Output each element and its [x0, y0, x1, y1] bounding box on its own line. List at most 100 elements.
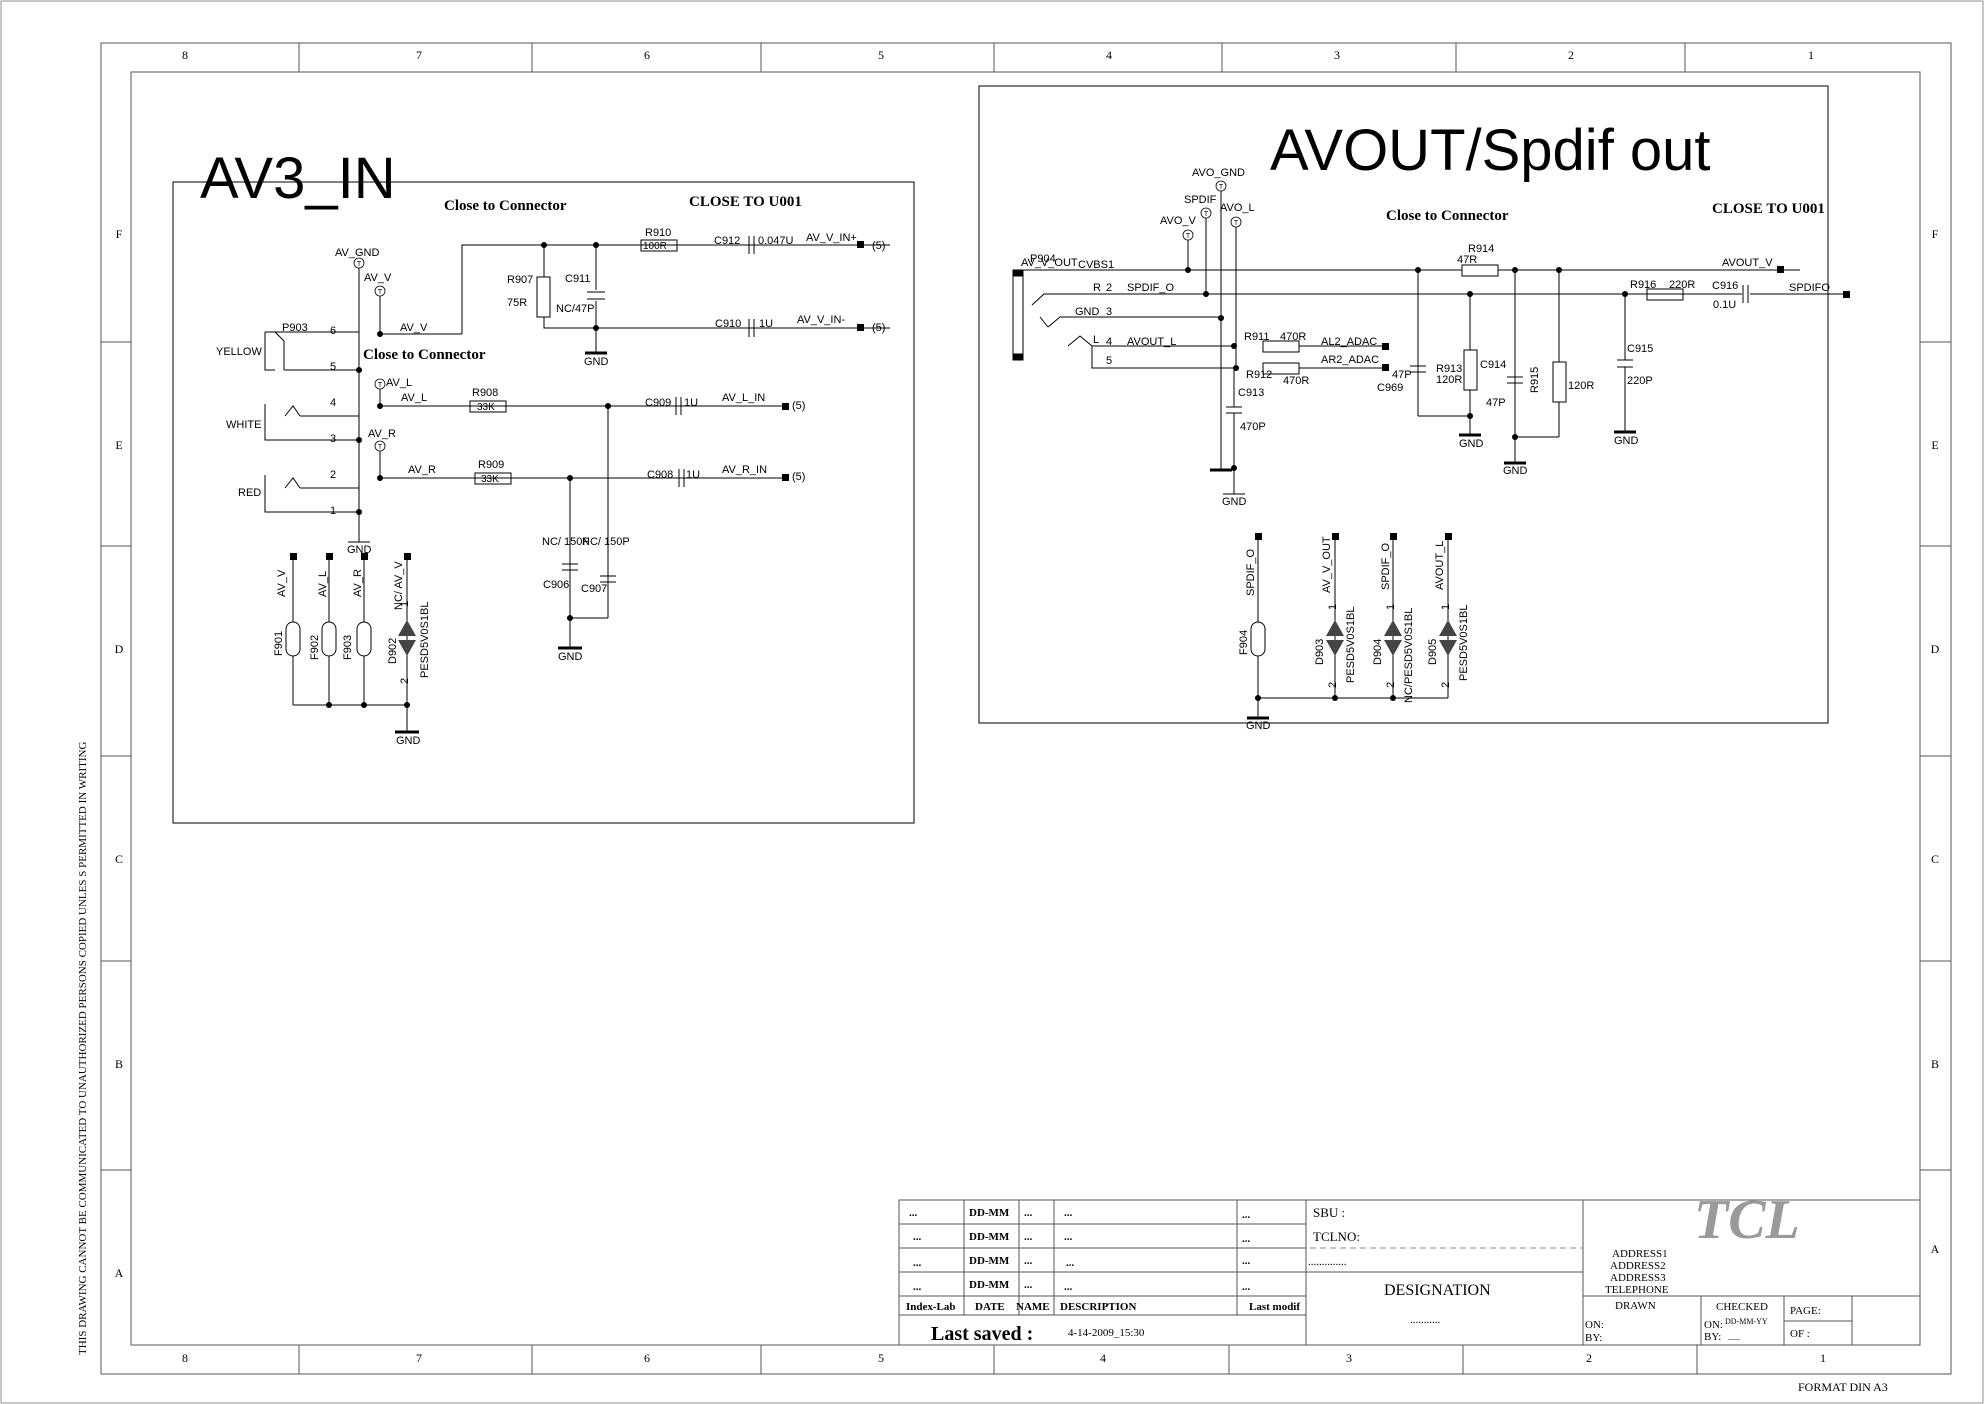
gnd-label-r915: GND [1503, 465, 1528, 477]
p903-pin-3: 3 [330, 433, 336, 445]
tb-hdr-index: Index-Lab [906, 1301, 956, 1313]
gnd-label-r913: GND [1459, 438, 1484, 450]
p904-label: P904 [1030, 253, 1056, 265]
p903-pin-6: 6 [330, 325, 336, 337]
p904-pin-4: 4 [1106, 336, 1112, 348]
net-gnd-conn: GND [1075, 306, 1100, 318]
tp-avo-v-label: AVO_V [1160, 215, 1197, 227]
col-label-1: 1 [1808, 48, 1814, 62]
av3-note-connector: Close to Connector [444, 198, 567, 214]
avout-block: AVOUT/Spdif out Close to Connector CLOSE… [978, 85, 1850, 732]
r915-value: 120R [1568, 380, 1594, 392]
tclno-label: TCLNO: [1313, 1229, 1360, 1244]
col-label-5: 5 [878, 48, 884, 62]
c916-value: 0.1U [1713, 299, 1736, 311]
c911-ref: C911 [565, 273, 590, 285]
c911-value: NC/47P [556, 303, 595, 315]
c912-ref: C912 [714, 235, 740, 247]
tp-spdif [1200, 207, 1212, 219]
r911-ref: R911 [1244, 331, 1269, 343]
row-label-f: F [116, 227, 123, 241]
d904-pin-2: 2 [1385, 682, 1397, 688]
c915-ref: C915 [1627, 343, 1653, 355]
col-label-5-bottom: 5 [878, 1351, 884, 1365]
av3-note-u001: CLOSE TO U001 [689, 194, 802, 210]
tb-last-r1: ... [1242, 1209, 1251, 1221]
p903-pin-4: 4 [330, 397, 336, 409]
d902-part: PESD5V0S1BL [419, 602, 431, 678]
tb-hdr-last: Last modif [1249, 1301, 1300, 1313]
p903-pin-1: 1 [330, 505, 336, 517]
tp-avo-v [1182, 229, 1194, 241]
d905-pin-1: 1 [1440, 604, 1452, 610]
row-label-d: D [115, 642, 124, 656]
esd-net-av-l: AV_L [317, 571, 329, 597]
p903-pin-5: 5 [330, 361, 336, 373]
row-r-label: R [1093, 282, 1101, 294]
confidentiality-note: THIS DRAWING CANNOT BE COMMUNICATED TO U… [77, 742, 89, 1355]
net-avout-l: AVOUT_L [1127, 336, 1176, 348]
checked-by-value: ___ [1727, 1332, 1741, 1341]
drawn-by: BY: [1585, 1332, 1602, 1344]
net-av-l: AV_L [401, 392, 427, 404]
net-av-r: AV_R [408, 464, 436, 476]
col-label-7: 7 [416, 48, 422, 62]
row-label-d-right: D [1931, 642, 1940, 656]
tclno-value: .............. [1308, 1256, 1347, 1268]
col-label-6-bottom: 6 [644, 1351, 650, 1365]
col-label-7-bottom: 7 [416, 1351, 422, 1365]
p903-label: P903 [282, 322, 308, 334]
row-label-f-right: F [1932, 227, 1939, 241]
r911-value: 470R [1280, 331, 1306, 343]
tp-av-v [374, 285, 386, 297]
d904-ref: D904 [1372, 639, 1384, 665]
d902-ref: D902 [387, 638, 399, 664]
esd-net-av-v: AV_V [276, 569, 288, 597]
avout-note-u001: CLOSE TO U001 [1712, 201, 1825, 217]
out-avout-v: AVOUT_V [1722, 257, 1773, 269]
c910-ref: C910 [715, 318, 741, 330]
yellow-label: YELLOW [216, 346, 262, 358]
gnd-label-c913: GND [1222, 496, 1247, 508]
f902-ref: F902 [309, 635, 321, 660]
tp-spdif-label: SPDIF [1184, 194, 1217, 206]
d905-part: PESD5V0S1BL [1458, 605, 1470, 681]
avout-note-connector: Close to Connector [1386, 208, 1509, 224]
red-label: RED [238, 487, 261, 499]
p904-pin-2: 2 [1106, 282, 1112, 294]
r907-ref: R907 [507, 274, 533, 286]
tp-av-r-label: AV_R [368, 428, 396, 440]
out-ar2-adac: AR2_ADAC [1321, 354, 1379, 366]
tb-name-r1: ... [1024, 1207, 1033, 1219]
checked-label: CHECKED [1716, 1301, 1768, 1313]
r915-ref: R915 [1529, 367, 1541, 393]
tb-name-r3: ... [1024, 1255, 1033, 1267]
r910-ref: R910 [645, 227, 671, 239]
conn-av-v-out: AV_V_OUT [1021, 257, 1078, 269]
white-label: WHITE [226, 419, 261, 431]
p904-pin-5: 5 [1106, 355, 1112, 367]
av3-in-block: AV3_IN Close to Connector CLOSE TO U001 … [172, 146, 915, 824]
tp-av-v-label: AV_V [364, 272, 392, 284]
c916-ref: C916 [1712, 280, 1738, 292]
tp-av-l [374, 378, 386, 390]
row-label-e: E [115, 438, 122, 452]
net-spdif-o: SPDIF_O [1127, 282, 1175, 294]
row-label-e-right: E [1931, 438, 1938, 452]
page-label: PAGE: [1790, 1305, 1821, 1317]
r909-ref: R909 [478, 459, 504, 471]
c914-value: 47P [1486, 397, 1506, 409]
gnd-label-c911: GND [584, 356, 609, 368]
net-cvbs1: CVBS1 [1078, 259, 1114, 271]
row-label-c-right: C [1931, 852, 1939, 866]
d905-ref: D905 [1427, 639, 1439, 665]
tb-date-r1: DD-MM [969, 1207, 1010, 1219]
gnd-label-esd-out: GND [1246, 720, 1271, 732]
d903-pin-2: 2 [1327, 682, 1339, 688]
tb-last-r2: ... [1242, 1233, 1251, 1245]
f904-ref: F904 [1238, 630, 1250, 655]
d905-pin-2: 2 [1440, 682, 1452, 688]
tb-desc-r4: ... [1064, 1281, 1073, 1293]
